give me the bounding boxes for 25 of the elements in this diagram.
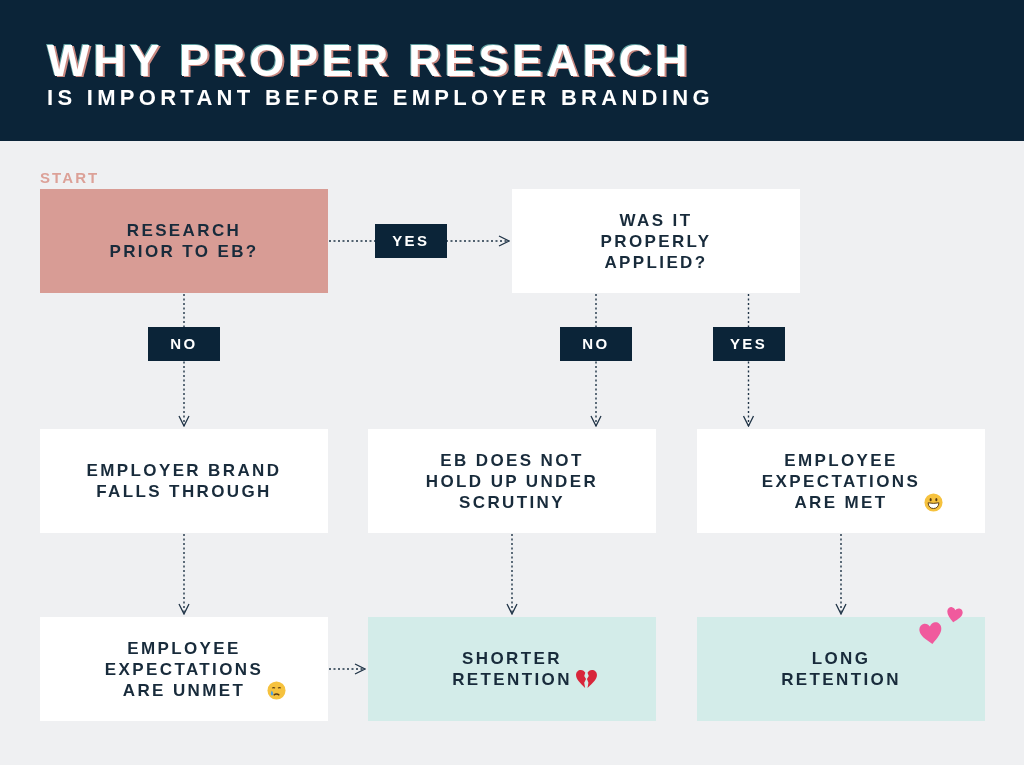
process-box	[368, 429, 656, 533]
start-label: START	[40, 169, 100, 187]
edge-label: YES	[712, 327, 785, 361]
node-text: EMPLOYEE EXPECTATIONS ARE MET	[760, 449, 922, 513]
node-text: RESEARCH PRIOR TO EB?	[108, 220, 260, 262]
node-text: SHORTER RETENTION	[451, 648, 573, 690]
node-text: EB DOES NOT HOLD UP UNDER SCRUTINY	[424, 449, 600, 513]
process-box	[697, 429, 985, 533]
decision-box	[512, 189, 800, 293]
arrow	[835, 533, 847, 615]
edge-label: YES	[374, 224, 447, 258]
arrow	[178, 533, 190, 615]
outcome-box	[368, 617, 656, 721]
node-text: EMPLOYER BRAND FALLS THROUGH	[85, 460, 283, 502]
edge-label: NO	[148, 327, 220, 361]
process-box	[40, 617, 328, 721]
arrow	[506, 533, 518, 615]
title: WHY PROPER RESEARCH	[47, 37, 692, 85]
arrow	[328, 663, 366, 675]
edge-label: NO	[560, 327, 632, 361]
process-box	[40, 429, 328, 533]
node-text: LONG RETENTION	[780, 648, 902, 690]
node-text: WAS IT PROPERLY APPLIED?	[599, 209, 713, 273]
node-text: EMPLOYEE EXPECTATIONS ARE UNMET	[103, 637, 265, 701]
subtitle: IS IMPORTANT BEFORE EMPLOYER BRANDING	[47, 85, 714, 111]
